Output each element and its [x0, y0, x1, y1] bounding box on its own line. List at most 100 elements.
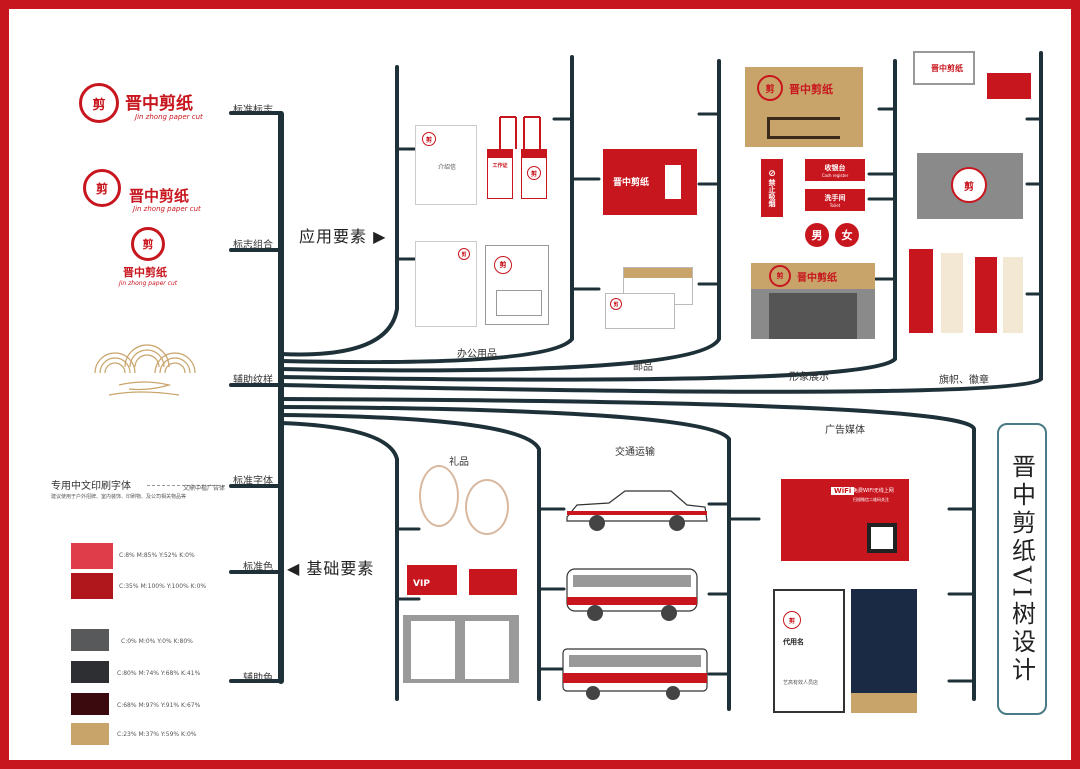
ad-wifi-board: WiFi 免费WIFI无线上网 扫描微信二维码关注: [781, 479, 909, 561]
label-aux-color: 辅助色: [243, 673, 273, 684]
auxiliary-pattern: [94, 344, 196, 396]
font-block-rule: [147, 485, 225, 486]
sign-male: 男: [805, 223, 829, 247]
std-color-cmyk-1: C:8% M:85% Y:52% K:0%: [119, 552, 195, 559]
storefront-sign: 剪 晋中剪纸: [751, 263, 875, 289]
tree-diagram: [229, 51, 1043, 711]
mini-logo-icon: 剪: [422, 132, 436, 146]
section-application: 应用要素 ▶: [299, 227, 387, 246]
label-gifts: 礼品: [449, 457, 469, 468]
wifi-text: 免费WIFI无线上网: [853, 488, 894, 494]
wifi-sub: 扫描微信二维码关注: [853, 497, 889, 502]
office-file-bag: 剪: [485, 245, 549, 325]
combo-v-name-cn: 晋中剪纸: [123, 266, 167, 279]
ad-business-card-white: 剪 代用名 艺高有效人员店: [773, 589, 845, 713]
sign-restroom-en: Toilet: [829, 202, 841, 208]
section-basic: ◀ 基础要素: [287, 559, 375, 578]
mini-logo-icon: 剪: [458, 248, 470, 260]
aux-color-swatch-1: [71, 629, 109, 651]
label-standard-font: 标准字体: [233, 476, 273, 487]
badge-top: [488, 150, 512, 158]
logo-seal-icon: 剪: [951, 167, 987, 203]
bag-2: [465, 621, 509, 679]
gift-vip-card: VIP: [407, 565, 457, 595]
logo-seal-icon: 剪: [769, 265, 791, 287]
combo-name-en: Jin zhong paper cut: [133, 205, 201, 213]
vip-text: VIP: [413, 579, 430, 589]
aux-color-swatch-2: [71, 661, 109, 683]
std-color-swatch-1: [71, 543, 113, 569]
logo-name-en: Jin zhong paper cut: [135, 113, 203, 121]
aux-color-cmyk-4: C:23% M:37% Y:59% K:0%: [117, 731, 197, 738]
aux-color-cmyk-1: C:0% M:0% Y:0% K:80%: [121, 638, 193, 645]
banner-4: [1003, 257, 1023, 333]
vehicle-minibus: [566, 568, 698, 621]
label-transport: 交通运输: [615, 447, 655, 458]
image-signboard: 剪 晋中剪纸: [745, 67, 863, 147]
sign-no-smoking: ⊘ 禁止吸烟: [761, 159, 783, 217]
mail-envelope-text: 晋中剪纸: [613, 178, 650, 188]
sign-restroom: 洗手间 Toilet: [805, 189, 865, 211]
mini-logo-icon: 剪: [527, 166, 541, 180]
envelope-flap: [624, 268, 692, 278]
label-image-display: 形象展示: [789, 372, 829, 383]
mail-red-envelope: 晋中剪纸: [603, 149, 697, 215]
label-office: 办公用品: [457, 349, 497, 360]
gift-tag-1: [419, 465, 459, 527]
sign-cashier-text: 收银台: [824, 163, 846, 172]
wifi-badge: WiFi: [831, 487, 855, 495]
sign-cashier-en: Cash register: [821, 172, 849, 178]
aux-color-cmyk-3: C:68% M:97% Y:91% K:67%: [117, 702, 201, 709]
qr-code-icon: [867, 523, 897, 553]
standard-logo: 剪 晋中剪纸 Jin zhong paper cut: [77, 75, 207, 137]
ad-business-card-navy: [851, 589, 917, 713]
logo-seal-icon: 剪: [131, 227, 165, 261]
badge-top: [522, 150, 546, 158]
std-color-swatch-2: [71, 573, 113, 599]
gift-card-2: [469, 569, 517, 595]
label-flags: 旗帜、徽章: [939, 375, 989, 386]
main-title: 晋中剪纸VI树设计: [1007, 453, 1036, 685]
std-color-cmyk-2: C:35% M:100% Y:100% K:0%: [119, 583, 207, 590]
combo-v-name-en: Jin zhong paper cut: [119, 280, 178, 287]
no-smoking-icon: ⊘: [768, 169, 776, 179]
label-logo-combination: 标志组合: [233, 240, 273, 251]
banner-2: [941, 253, 963, 333]
banner-1: [909, 249, 933, 333]
storefront-name: 晋中剪纸: [797, 273, 837, 284]
file-bag-table: [496, 290, 542, 316]
mini-logo-icon: 剪: [610, 298, 622, 310]
mail-envelope-logo: 剪: [605, 293, 675, 329]
card-name: 代用名: [783, 638, 804, 646]
storefront-door: [769, 293, 857, 339]
font-block-name: 文鼎中楷广告体: [183, 485, 226, 492]
logo-seal-icon: 剪: [783, 611, 801, 629]
label-standard-logo: 标准标志: [233, 105, 273, 116]
label-ads: 广告媒体: [825, 425, 865, 436]
aux-color-swatch-4: [71, 723, 109, 745]
mail-envelope-tag: [665, 165, 681, 199]
gift-bags: [403, 615, 519, 683]
letter-title: 介绍信: [438, 164, 457, 171]
flag-white: 晋中剪纸: [913, 51, 975, 85]
logo-combination-vertical: 剪 晋中剪纸 Jin zhong paper cut: [119, 227, 189, 293]
title-box: 晋中剪纸VI树设计: [997, 423, 1047, 715]
office-envelope-sheet: 剪: [415, 241, 477, 327]
label-mail: 邮品: [633, 362, 653, 373]
aux-color-cmyk-2: C:80% M:74% Y:68% K:41%: [117, 670, 201, 677]
sign-cashier: 收银台 Cash register: [805, 159, 865, 181]
bag-1: [411, 621, 455, 679]
signboard-stripes: [767, 117, 840, 139]
flag-white-text: 晋中剪纸: [931, 64, 963, 73]
logo-seal-icon: 剪: [757, 75, 783, 101]
logo-seal-icon: 剪: [83, 169, 121, 207]
banner-3: [975, 257, 997, 333]
logo-seal-icon: 剪: [79, 83, 119, 123]
sign-restroom-text: 洗手间: [824, 193, 846, 202]
sign-female: 女: [835, 223, 859, 247]
font-block-desc: 建议使用于户外招牌、室内装饰、印刷物、及公司相关物品等: [51, 494, 187, 500]
flag-red: [987, 73, 1031, 99]
badge-title: 工作证: [492, 163, 508, 169]
storefront: 剪 晋中剪纸: [751, 263, 875, 339]
